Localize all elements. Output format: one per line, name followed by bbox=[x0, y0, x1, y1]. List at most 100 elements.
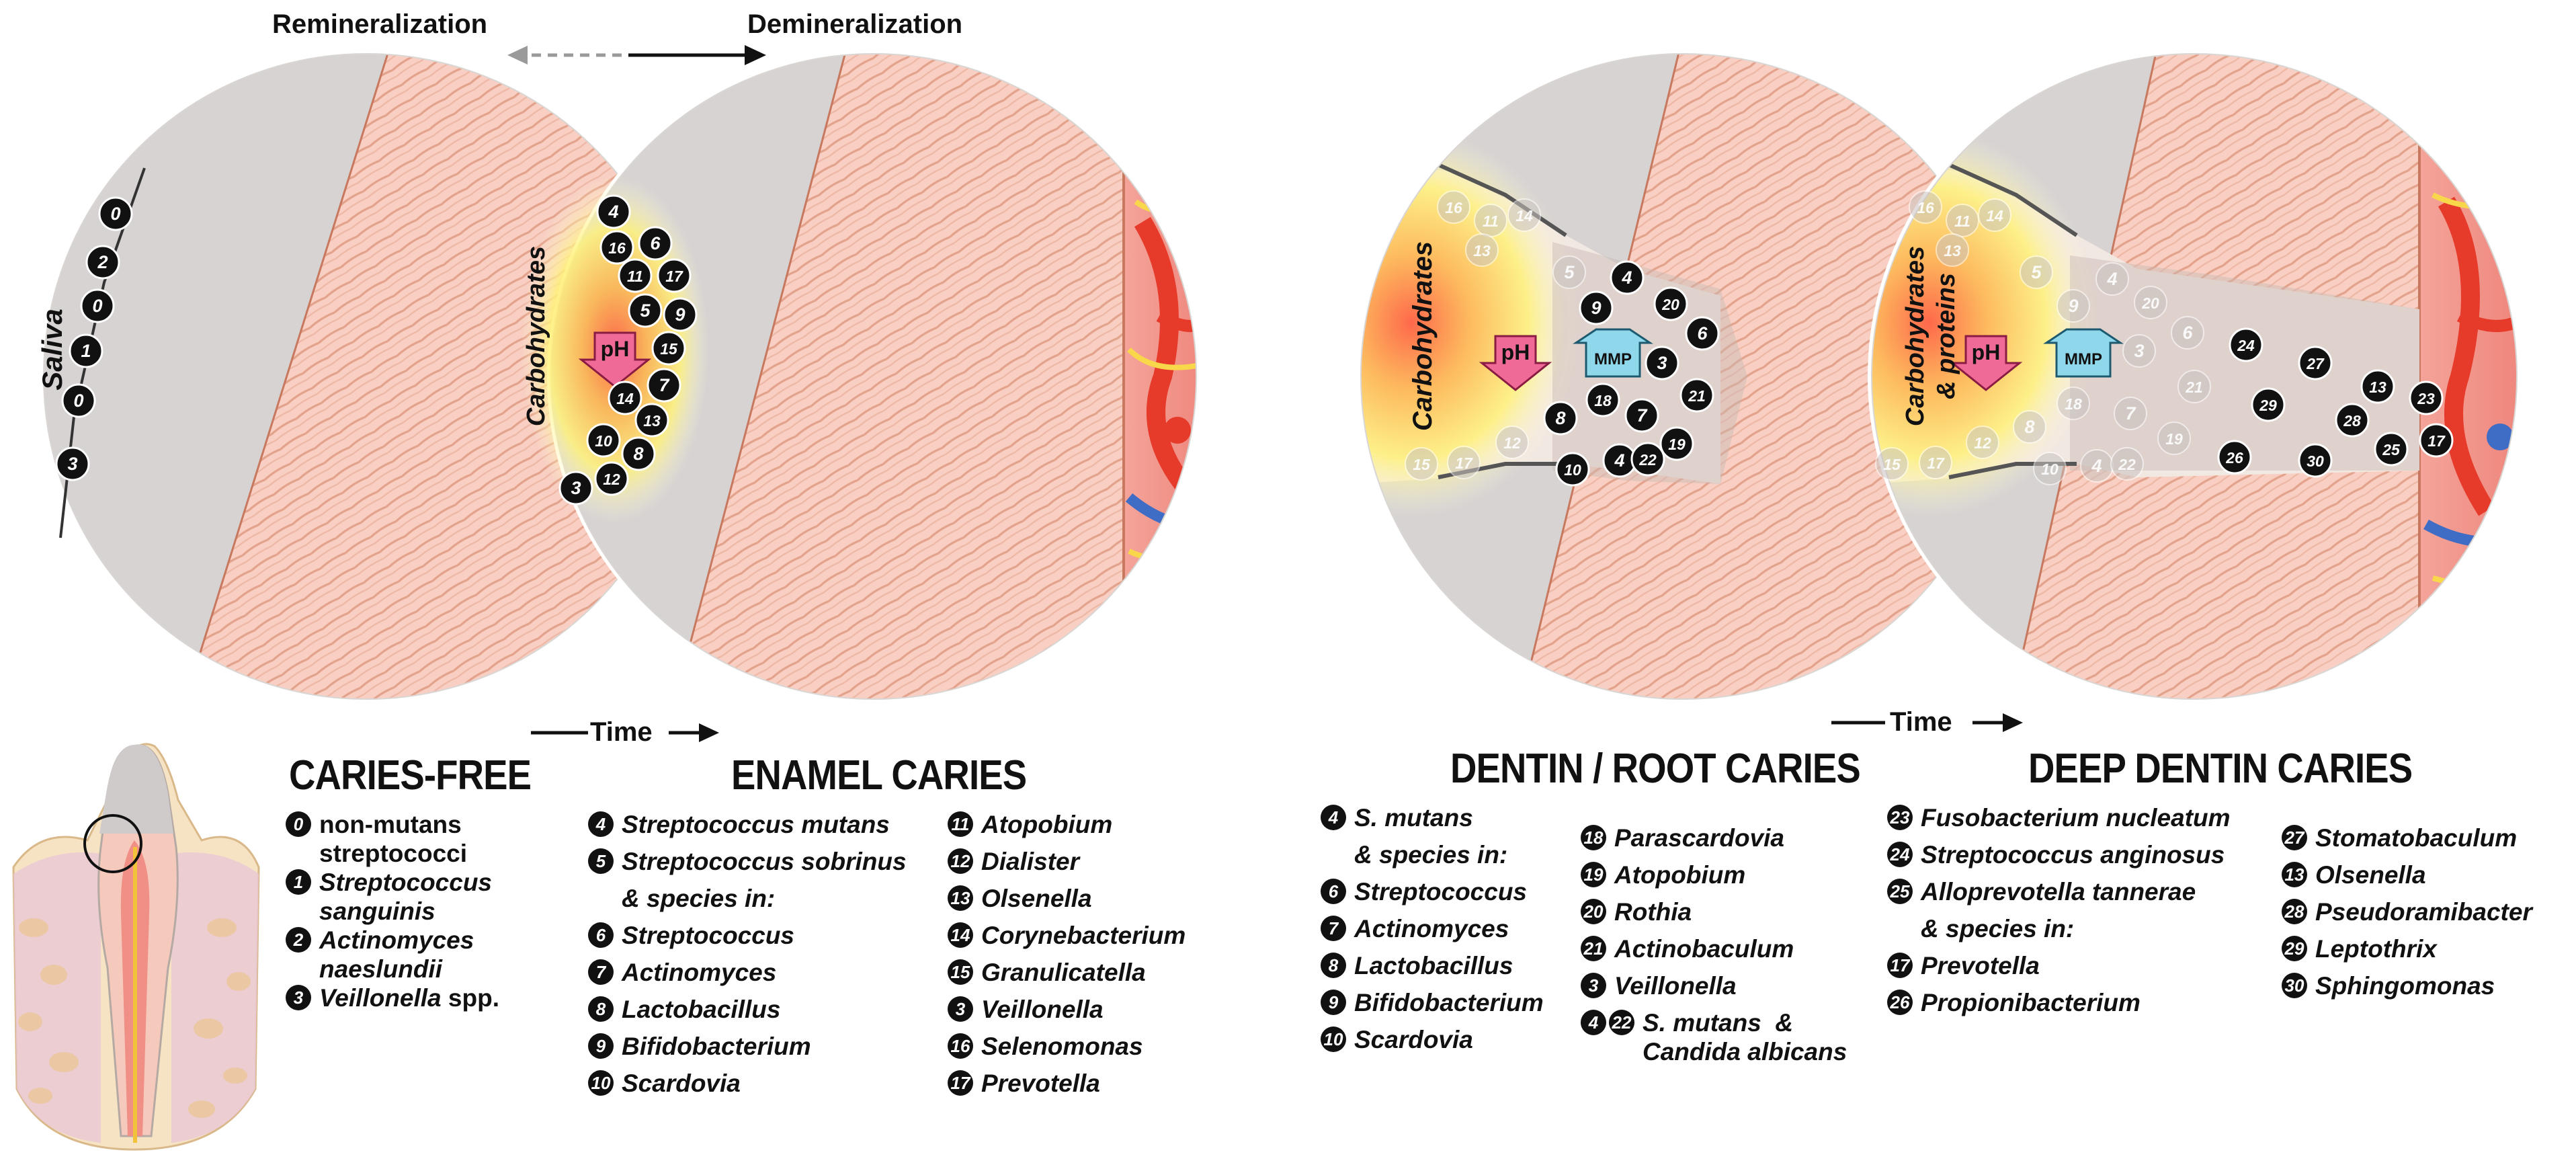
legend-badge: 22 bbox=[1609, 1010, 1634, 1035]
species-badge-number: 17 bbox=[1455, 454, 1473, 472]
species-badge-number: 17 bbox=[2427, 432, 2446, 450]
species-badge-circle bbox=[596, 194, 631, 229]
legend-species-name: Lactobacillus bbox=[622, 996, 781, 1023]
species-badge-circle bbox=[2360, 369, 2395, 404]
mmp-label: MMP bbox=[1594, 350, 1632, 368]
species-badge-number: 4 bbox=[2106, 269, 2117, 289]
species-badge-number: 7 bbox=[659, 375, 670, 395]
species-badge-circle bbox=[2409, 380, 2444, 415]
ph-arrow-b: pH bbox=[578, 331, 652, 388]
time-arrow-right bbox=[1831, 713, 2023, 732]
species-badge-circle bbox=[1978, 198, 2011, 232]
mmp-arrow-c: MMP bbox=[1573, 328, 1653, 378]
legend-species-suffix: spp. bbox=[441, 984, 499, 1012]
species-badge-circle bbox=[1659, 426, 1694, 461]
species-badge-number: 8 bbox=[1555, 408, 1565, 428]
species-badge-number: 16 bbox=[1445, 199, 1462, 216]
carbohydrates-label-c: Carbohydrates bbox=[1408, 241, 1438, 431]
species-badge-circle bbox=[1555, 452, 1590, 487]
species-badge-circle bbox=[2335, 403, 2370, 438]
species-badge-circle bbox=[98, 196, 133, 231]
species-badge-circle bbox=[2374, 432, 2409, 467]
legend-species-name: S. mutans bbox=[1354, 804, 1473, 832]
legend-badge: 3 bbox=[1581, 973, 1606, 998]
legend-species-name: Alloprevotella tannerae bbox=[1921, 878, 2196, 906]
species-badge-number: 11 bbox=[627, 268, 643, 285]
species-badge-number: 18 bbox=[2065, 395, 2082, 413]
time-arrow-left bbox=[531, 723, 719, 742]
carbohydrates-proteins-label-2: & proteins bbox=[1932, 273, 1960, 399]
legend-species-name: Propionibacterium bbox=[1921, 989, 2141, 1016]
species-badge-circle bbox=[2298, 443, 2333, 478]
legend-badge: 6 bbox=[588, 922, 614, 948]
species-badge-number: 4 bbox=[1621, 268, 1632, 288]
legend-badge: 10 bbox=[588, 1070, 614, 1096]
legend-species-name: Scardovia bbox=[1354, 1026, 1473, 1053]
species-badge-circle bbox=[1585, 383, 1620, 417]
species-badge-circle bbox=[2020, 255, 2053, 289]
enamel-caries-title: ENAMEL CARIES bbox=[731, 752, 1027, 799]
species-badge-number: 20 bbox=[2141, 294, 2159, 312]
ph-label: pH bbox=[1501, 340, 1530, 364]
species-badge-circle bbox=[1645, 346, 1679, 380]
species-badge-circle bbox=[2114, 397, 2147, 430]
species-badge-number: 23 bbox=[2417, 390, 2435, 407]
legend-species-name: Fusobacterium nucleatum bbox=[1921, 804, 2231, 832]
species-badge-number: 11 bbox=[1483, 212, 1499, 230]
species-badge-circle bbox=[1679, 378, 1714, 413]
species-badge-number: 2 bbox=[97, 252, 108, 272]
legend-species-name: non-mutans streptococci bbox=[319, 811, 468, 867]
legend-badge: 16 bbox=[948, 1033, 973, 1059]
legend-badge: 9 bbox=[588, 1033, 614, 1059]
species-badge-number: 7 bbox=[2125, 403, 2136, 424]
deep-dentin-caries-circle bbox=[1868, 50, 2521, 703]
legend-species-name: Prevotella bbox=[1921, 952, 2040, 979]
legend-species-name: Veillonella bbox=[319, 984, 442, 1012]
legend-species-name: Atopobium bbox=[1614, 861, 1746, 889]
legend-badge: 24 bbox=[1887, 842, 1913, 867]
legend-item: & species in: bbox=[1887, 914, 2231, 951]
legend-badge: 4 bbox=[588, 811, 614, 837]
species-badge-circle bbox=[599, 230, 634, 265]
species-badge-number: 17 bbox=[665, 268, 683, 285]
species-badge-number: 21 bbox=[2185, 378, 2203, 396]
species-badge-circle bbox=[1624, 398, 1659, 433]
legend-badge: 27 bbox=[2282, 825, 2307, 850]
species-badge-number: 6 bbox=[2182, 323, 2193, 343]
species-badge-circle bbox=[651, 331, 686, 366]
species-badge-number: 12 bbox=[1974, 434, 1991, 452]
species-badge-circle bbox=[1405, 447, 1438, 481]
species-badge-number: 13 bbox=[643, 412, 661, 430]
species-badge-circle bbox=[2251, 387, 2286, 422]
legend-badge: 10 bbox=[1321, 1027, 1346, 1052]
legend-species-name: Leptothrix bbox=[2315, 935, 2437, 963]
species-badge-number: 10 bbox=[595, 432, 612, 450]
species-badge-circle bbox=[2095, 262, 2129, 296]
species-badge-number: 16 bbox=[1917, 199, 1934, 216]
carbohydrates-label-b: Carbohydrates bbox=[522, 246, 550, 426]
tooth-illustration bbox=[12, 743, 260, 1151]
species-badge-number: 16 bbox=[608, 239, 626, 257]
legend-species-name: Actinomyces bbox=[622, 959, 777, 986]
